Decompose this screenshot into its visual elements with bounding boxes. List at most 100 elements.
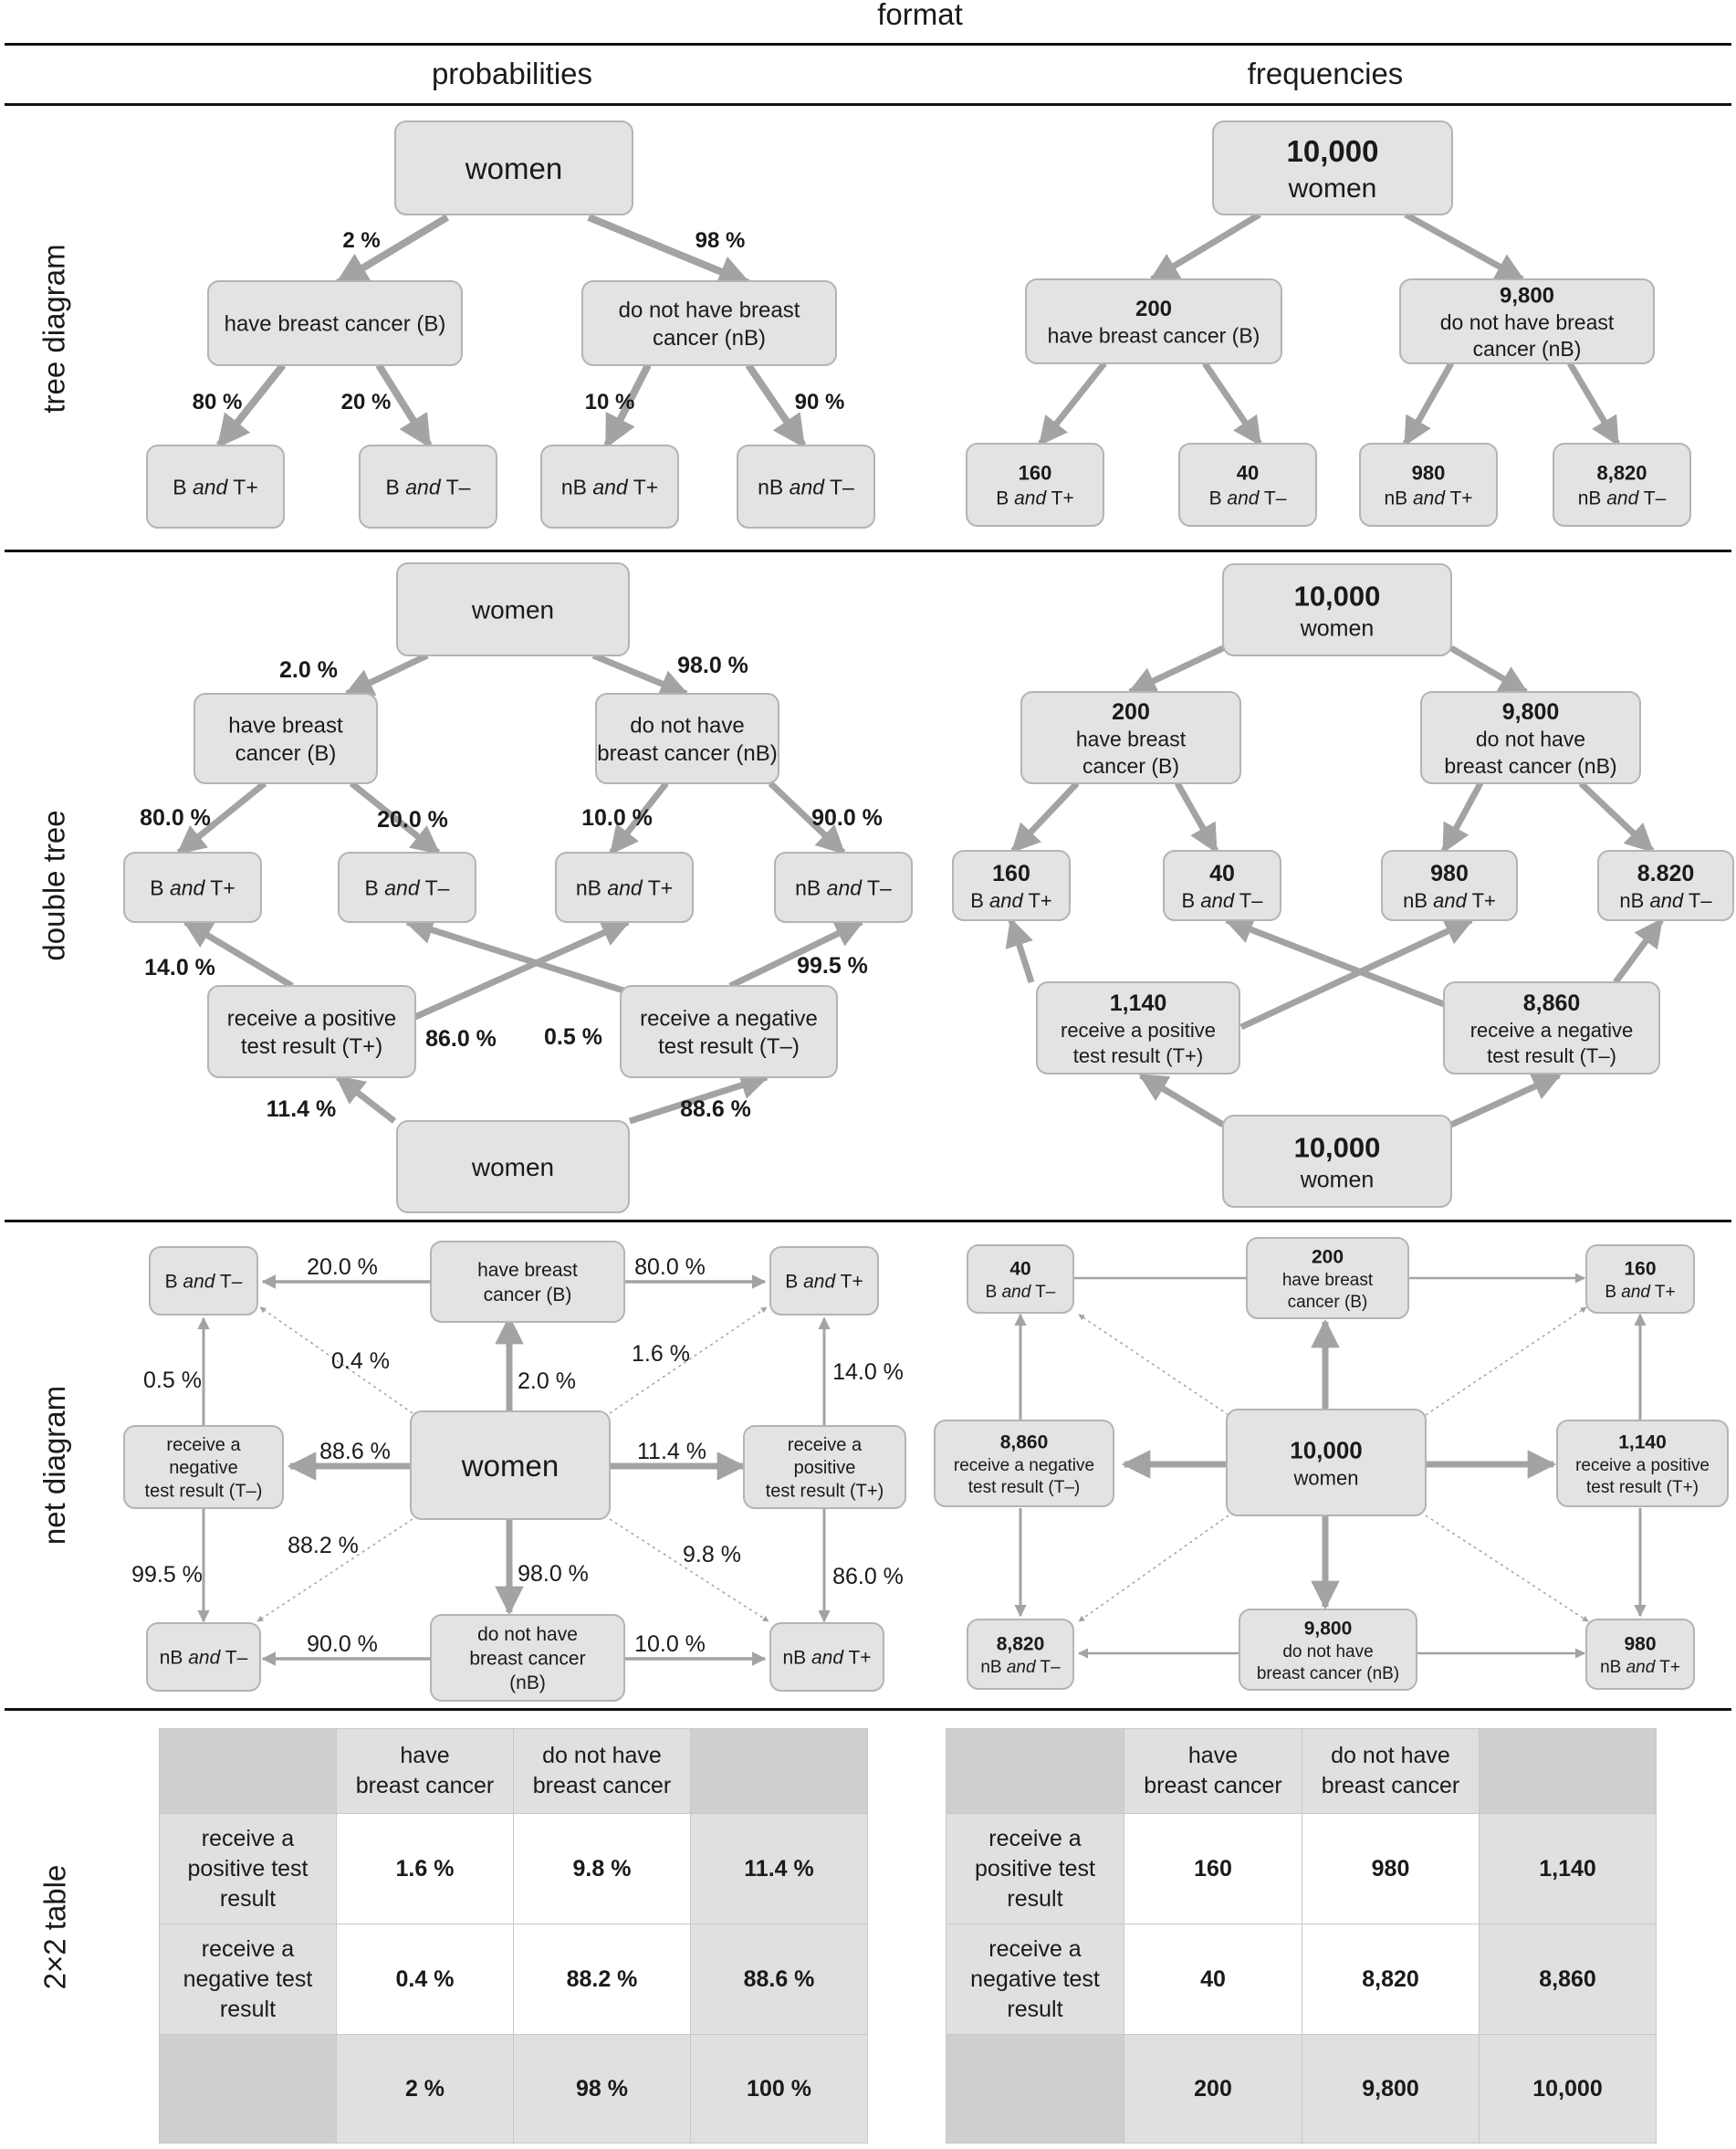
node-label: test result (T+) xyxy=(1073,1044,1203,1067)
node-count: 10,000 xyxy=(1294,580,1381,612)
node-count: 200 xyxy=(1312,1246,1344,1267)
node-box-shape xyxy=(1025,278,1282,364)
node-box-shape xyxy=(1420,691,1641,784)
percent-label: 2 % xyxy=(342,228,380,253)
table-row-total: 8,860 xyxy=(1479,1924,1657,2035)
arrow xyxy=(587,214,752,288)
node-label: cancer (B) xyxy=(484,1284,572,1305)
node-box-shape xyxy=(410,1410,611,1520)
node-box: women xyxy=(396,562,630,656)
row-label-2x2-table: 2×2 table xyxy=(37,1864,71,1989)
row-label-double-tree: double tree xyxy=(37,810,72,961)
arrow xyxy=(1149,212,1261,282)
node-label: receive a positive xyxy=(1575,1456,1710,1475)
table-cell: 980 xyxy=(1302,1813,1480,1924)
node-count: 10,000 xyxy=(1294,1131,1381,1163)
percent-label: 80 % xyxy=(193,390,243,414)
diagram-boxes: women have breast cancer (B) do not have b… xyxy=(123,121,1734,1702)
node-box: B and T+ xyxy=(146,445,285,529)
node-label: do not have xyxy=(1476,728,1585,751)
node-label: B and T+ xyxy=(1605,1283,1675,1302)
node-label: B and T– xyxy=(986,1283,1056,1302)
node-label: nB and T+ xyxy=(1403,889,1496,912)
node-label: cancer (B) xyxy=(1082,754,1179,778)
node-box-shape xyxy=(1585,1619,1695,1690)
arrow xyxy=(1078,1314,1229,1416)
arrow xyxy=(1038,361,1107,446)
section-dividers xyxy=(5,43,1731,1711)
node-label: cancer (nB) xyxy=(653,326,766,351)
node-label: nB and T– xyxy=(160,1648,248,1669)
node-label: receive a positive xyxy=(227,1006,396,1031)
node-box-shape xyxy=(1556,1420,1729,1507)
diagram-percent-labels: 2 %98 %80 %20 %10 %90 %2.0 %98.0 %80.0 %… xyxy=(131,228,904,1657)
percent-label: 90.0 % xyxy=(811,805,883,831)
node-label: B and T+ xyxy=(150,875,235,899)
node-label: B and T– xyxy=(1209,488,1287,509)
arrow xyxy=(1078,1515,1229,1622)
node-label: women xyxy=(465,152,562,185)
node-count: 160 xyxy=(992,861,1030,886)
node-box-shape xyxy=(1553,443,1691,527)
percent-label: 88.6 % xyxy=(319,1439,391,1464)
arrow xyxy=(1174,781,1219,854)
table-column-total: 98 % xyxy=(513,2034,691,2144)
arrow xyxy=(391,918,631,1031)
arrow xyxy=(728,918,864,990)
node-count: 1,140 xyxy=(1110,991,1167,1016)
node-box-shape xyxy=(430,1241,625,1323)
arrow xyxy=(1010,781,1080,854)
probabilities-header: probabilities xyxy=(432,57,592,90)
node-label: do not have xyxy=(477,1624,578,1645)
node-label: women xyxy=(1300,616,1375,642)
percent-label: 11.4 % xyxy=(267,1096,336,1122)
percent-label: 1.6 % xyxy=(632,1341,690,1367)
node-box: B and T+ xyxy=(769,1246,879,1316)
node-box-shape xyxy=(967,1619,1074,1690)
section-divider xyxy=(5,103,1731,106)
node-count: 8,820 xyxy=(1596,462,1647,485)
percent-label: 99.5 % xyxy=(797,953,868,979)
node-box-shape xyxy=(620,985,838,1078)
node-box-shape xyxy=(338,852,476,923)
node-label: negative xyxy=(169,1458,238,1478)
arrow xyxy=(344,652,429,697)
frequencies-header: frequencies xyxy=(1248,57,1404,90)
node-count: 200 xyxy=(1112,699,1150,725)
percent-label: 0.5 % xyxy=(544,1024,602,1050)
node-box-shape xyxy=(359,445,497,529)
node-box-shape xyxy=(207,280,463,366)
node-count: 980 xyxy=(1412,462,1446,485)
arrow xyxy=(259,1306,413,1414)
percent-label: 99.5 % xyxy=(131,1562,203,1588)
format-header: format xyxy=(877,0,963,31)
table-column-total: 9,800 xyxy=(1302,2034,1480,2144)
arrow xyxy=(1202,362,1262,446)
arrow xyxy=(1449,1072,1562,1128)
node-box: B and T– xyxy=(359,445,497,529)
node-box-shape xyxy=(952,850,1071,921)
arrow xyxy=(1449,645,1529,696)
node-label: breast cancer (nB) xyxy=(1444,754,1616,778)
node-count: 980 xyxy=(1624,1633,1656,1654)
node-box-shape xyxy=(581,280,837,366)
section-divider xyxy=(5,43,1731,46)
percent-label: 0.4 % xyxy=(331,1348,390,1374)
node-count: 40 xyxy=(1009,1258,1030,1279)
node-box: women xyxy=(410,1410,611,1520)
node-label: receive a negative xyxy=(640,1006,818,1031)
node-label: have breast xyxy=(1282,1271,1374,1290)
